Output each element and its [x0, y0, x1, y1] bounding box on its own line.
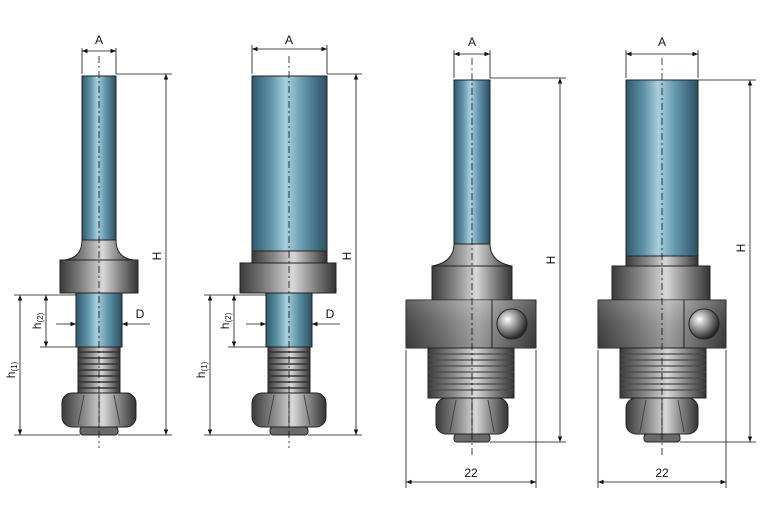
- tool-1-dim-h1-label: h(1): [4, 361, 19, 378]
- tool-4-bearing-ball: [688, 308, 720, 340]
- tool-1-dim-h-label: H: [150, 252, 164, 261]
- tool-3-bearing-ball: [496, 308, 528, 340]
- tool-2-dim-a-label: A: [285, 33, 293, 47]
- tool-2-dim-h1-label: h(1): [194, 361, 209, 378]
- tool-4-dim-h-label: H: [734, 244, 748, 253]
- tool-1-dim-a-label: A: [95, 33, 103, 47]
- tool-2-thick-shank-with-pin: A H h(1) h(2) D: [194, 33, 362, 448]
- tool-2-collar: [239, 262, 337, 294]
- tool-3-dim-22-label: 22: [464, 466, 478, 480]
- tool-2-dim-h2-label: h(2): [218, 312, 233, 329]
- tool-4-thread: [619, 347, 707, 399]
- tool-4-dim-22-label: 22: [655, 466, 669, 480]
- tool-3-dim-a-label: A: [468, 35, 476, 49]
- tool-3-thin-shank-with-bearing: A H 22: [405, 35, 566, 488]
- tool-4-dim-a-label: A: [658, 35, 666, 49]
- tool-2-dim-h-label: H: [340, 252, 354, 261]
- tool-4-thick-shank-with-bearing: A H 22: [597, 35, 756, 488]
- tool-2-shank: [251, 75, 328, 252]
- tool-2-shoulder: [251, 250, 328, 264]
- tool-4-collar: [611, 265, 711, 301]
- tool-1-dim-d-label: D: [136, 307, 145, 321]
- tool-1-thin-shank-with-pin: A H h(1) h(2) D: [4, 33, 172, 448]
- tool-1-thread: [77, 346, 121, 394]
- tool-3-dim-h-label: H: [544, 256, 558, 265]
- tool-2-dim-d-label: D: [326, 307, 335, 321]
- tool-3-thread: [427, 347, 515, 399]
- tool-1-dim-h2-label: h(2): [30, 312, 45, 329]
